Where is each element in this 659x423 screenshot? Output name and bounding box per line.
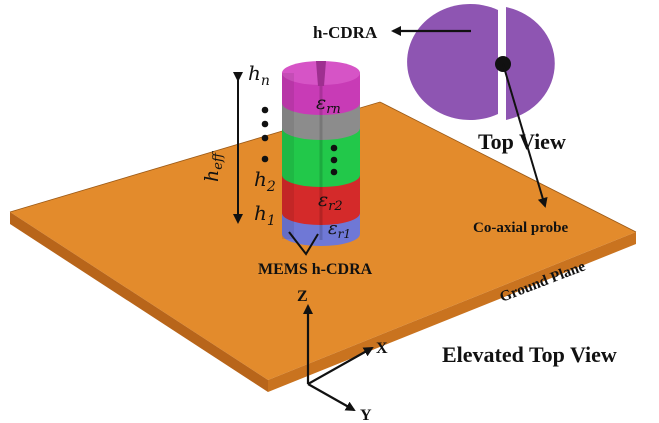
h-dots bbox=[261, 106, 269, 163]
x-axis bbox=[307, 347, 374, 385]
mems-hcdra-label: MEMS h-CDRA bbox=[258, 261, 373, 278]
eps-r1-label: εr1 bbox=[328, 218, 351, 241]
coaxial-probe-label: Co-axial probe bbox=[473, 220, 568, 236]
h-1-label: h1 bbox=[254, 201, 276, 229]
top-view-disk bbox=[407, 4, 555, 120]
x-axis-label: X bbox=[376, 340, 388, 357]
layer-dots bbox=[330, 144, 338, 176]
probe-point bbox=[495, 56, 511, 72]
y-axis-label: Y bbox=[360, 407, 372, 423]
z-axis-label: Z bbox=[297, 288, 308, 305]
layer-red bbox=[282, 175, 360, 225]
top-slot bbox=[316, 61, 326, 86]
ground-plane-side-face bbox=[268, 232, 636, 392]
layer-green bbox=[282, 128, 360, 187]
h-n-label: hn bbox=[248, 61, 270, 89]
h-eff-label: heff bbox=[201, 150, 226, 182]
top-view-left-half bbox=[407, 4, 498, 120]
h-2-label: h2 bbox=[254, 167, 276, 195]
mems-hcdra-stack bbox=[282, 61, 360, 246]
elevated-top-view-label: Elevated Top View bbox=[442, 342, 617, 367]
eps-r2-label: εr2 bbox=[318, 189, 343, 214]
mems-pointer-line bbox=[288, 231, 319, 256]
y-axis bbox=[307, 383, 356, 411]
ground-plane-front-face bbox=[10, 212, 268, 392]
eps-rn-label: εrn bbox=[316, 92, 341, 117]
coaxial-probe-arrow bbox=[502, 63, 548, 208]
layer-top bbox=[282, 73, 360, 115]
coordinate-axes bbox=[303, 304, 374, 411]
top-view-label: Top View bbox=[478, 129, 566, 154]
top-view-right-half bbox=[506, 7, 555, 120]
hcdra-label: h-CDRA bbox=[313, 23, 378, 42]
